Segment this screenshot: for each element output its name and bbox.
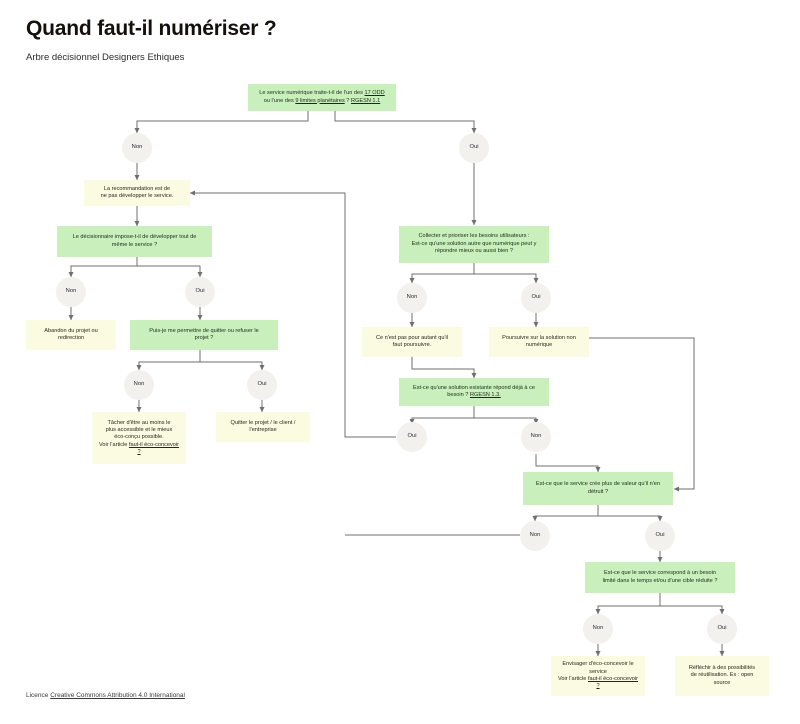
node-text: source bbox=[713, 679, 731, 686]
node-question-quitter-refuser[interactable]: Puis-je me permettre de quitter ou refus… bbox=[130, 320, 278, 350]
node-text: Est-ce que le service crée plus de valeu… bbox=[535, 481, 661, 488]
node-outcome-tacher-accessible[interactable]: Tâcher d'être au moins le plus accessibl… bbox=[92, 412, 186, 464]
node-text: de réutilisation. Ex : open bbox=[690, 672, 754, 679]
node-question-odd[interactable]: Le service numérique traite-t-il de l'un… bbox=[248, 84, 396, 111]
node-text: Est-ce qu'une solution existante répond … bbox=[412, 384, 536, 391]
decision-besoin-limite-non[interactable]: Non bbox=[583, 614, 613, 644]
node-text: Poursuivre sur la solution non bbox=[502, 334, 576, 341]
decision-label: Oui bbox=[469, 144, 479, 151]
decision-collecter-oui[interactable]: Oui bbox=[521, 283, 551, 313]
link-17-odd[interactable]: 17 ODD bbox=[364, 90, 385, 97]
page-subtitle: Arbre décisionnel Designers Ethiques bbox=[26, 52, 185, 63]
decision-quitter-non[interactable]: Non bbox=[124, 370, 154, 400]
node-text: l'entreprise bbox=[249, 427, 277, 433]
decision-label: Non bbox=[131, 144, 143, 151]
node-text: faut poursuivre. bbox=[392, 342, 432, 348]
node-outcome-recommandation-non-developper[interactable]: La recommandation est de ne pas développ… bbox=[84, 180, 190, 206]
node-text: besoin ? bbox=[447, 392, 470, 398]
decision-valeur-non[interactable]: Non bbox=[520, 521, 550, 551]
decision-label: Oui bbox=[717, 625, 727, 632]
decision-existante-non[interactable]: Non bbox=[521, 422, 551, 452]
node-text: Envisager d'éco-concevoir le bbox=[562, 661, 634, 668]
decision-label: Oui bbox=[195, 288, 205, 295]
node-text: Le service numérique traite-t-il de l'un… bbox=[259, 90, 365, 97]
node-outcome-envisager-eco-concevoir[interactable]: Envisager d'éco-concevoir le service Voi… bbox=[551, 656, 645, 696]
decision-label: Non bbox=[529, 532, 541, 539]
node-text: détruit ? bbox=[587, 488, 609, 495]
node-text: Ce n'est pas pour autant qu'il bbox=[375, 334, 449, 341]
node-text: redirection bbox=[57, 335, 85, 341]
node-text: projet ? bbox=[194, 335, 214, 341]
node-outcome-reutilisation-open-source[interactable]: Réfléchir à des possibilités de réutilis… bbox=[675, 656, 769, 696]
node-text: Est-ce qu'une solution autre que numériq… bbox=[411, 240, 537, 247]
decision-root-oui[interactable]: Oui bbox=[459, 133, 489, 163]
link-faut-il-eco-concevoir[interactable]: faut-il éco-concevoir ? bbox=[128, 441, 180, 456]
decision-label: Oui bbox=[531, 294, 541, 301]
node-text: Puis-je me permettre de quitter ou refus… bbox=[149, 327, 259, 334]
decision-label: Oui bbox=[407, 433, 417, 440]
node-text: Collecter et prioriser les besoins utili… bbox=[418, 233, 530, 240]
node-text: éco-conçu possible. bbox=[114, 434, 164, 441]
decision-quitter-oui[interactable]: Oui bbox=[247, 370, 277, 400]
node-text: Voir l'article bbox=[557, 676, 588, 682]
node-outcome-pas-pour-autant-poursuivre[interactable]: Ce n'est pas pour autant qu'il faut pour… bbox=[362, 327, 462, 357]
node-text: La recommandation est de bbox=[103, 185, 171, 192]
node-text: service bbox=[589, 668, 607, 675]
decision-label: Oui bbox=[257, 381, 267, 388]
node-text: Quitter le projet / le client / bbox=[230, 419, 296, 426]
link-rgesn-1-3[interactable]: RGESN 1.3. bbox=[469, 392, 501, 398]
node-text: ne pas développer le service. bbox=[100, 193, 174, 199]
link-rgesn-1-1[interactable]: RGESN 1.1 bbox=[350, 97, 381, 104]
node-text: Est-ce que le service correspond à un be… bbox=[604, 570, 716, 577]
node-text: répondre mieux ou aussi bien ? bbox=[434, 248, 514, 255]
decision-existante-oui[interactable]: Oui bbox=[397, 422, 427, 452]
node-text: même le service ? bbox=[111, 241, 158, 248]
node-text: numérique bbox=[525, 342, 553, 348]
node-question-valeur-creee[interactable]: Est-ce que le service crée plus de valeu… bbox=[523, 472, 673, 505]
license-prefix: Licence bbox=[26, 692, 51, 699]
license-link[interactable]: Creative Commons Attribution 4.0 Interna… bbox=[50, 692, 185, 699]
node-text: Le décisionnaire impose-t-il de développ… bbox=[72, 234, 197, 241]
node-text: limité dans le temps et/ou d'une cible r… bbox=[602, 577, 718, 584]
page-title: Quand faut-il numériser ? bbox=[26, 17, 277, 40]
link-faut-il-eco-concevoir[interactable]: faut-il éco-concevoir ? bbox=[587, 676, 639, 690]
decision-label: Non bbox=[65, 288, 77, 295]
node-text: Tâcher d'être au moins le bbox=[107, 419, 171, 426]
decision-collecter-non[interactable]: Non bbox=[397, 283, 427, 313]
license-footer: Licence Creative Commons Attribution 4.0… bbox=[26, 692, 185, 699]
node-question-decisionnaire[interactable]: Le décisionnaire impose-t-il de développ… bbox=[57, 226, 212, 257]
node-question-solution-existante[interactable]: Est-ce qu'une solution existante répond … bbox=[399, 378, 549, 406]
decision-label: Oui bbox=[655, 532, 665, 539]
node-outcome-abandon-projet[interactable]: Abandon du projet ou redirection bbox=[26, 320, 116, 350]
decision-decisionnaire-non[interactable]: Non bbox=[56, 277, 86, 307]
node-text: ? bbox=[344, 97, 351, 104]
node-outcome-poursuivre-solution-non-numerique[interactable]: Poursuivre sur la solution non numérique bbox=[489, 327, 589, 357]
node-text: Réfléchir à des possibilités bbox=[688, 664, 756, 671]
decision-label: Non bbox=[133, 381, 145, 388]
node-outcome-quitter-projet-client-entreprise[interactable]: Quitter le projet / le client / l'entrep… bbox=[216, 412, 310, 442]
node-text: ou l'une des bbox=[263, 97, 296, 104]
node-text: plus accessible et le mieux bbox=[105, 426, 173, 433]
link-9-limites-planetaires[interactable]: 9 limites planétaires bbox=[295, 97, 345, 104]
decision-label: Non bbox=[592, 625, 604, 632]
decision-label: Non bbox=[530, 433, 542, 440]
node-text: Voir l'article bbox=[98, 441, 129, 448]
node-question-collecter-besoins[interactable]: Collecter et prioriser les besoins utili… bbox=[399, 226, 549, 263]
decision-label: Non bbox=[406, 294, 418, 301]
decision-valeur-oui[interactable]: Oui bbox=[645, 521, 675, 551]
decision-root-non[interactable]: Non bbox=[122, 133, 152, 163]
decision-decisionnaire-oui[interactable]: Oui bbox=[185, 277, 215, 307]
decision-besoin-limite-oui[interactable]: Oui bbox=[707, 614, 737, 644]
node-text: Abandon du projet ou bbox=[44, 327, 98, 334]
node-question-besoin-limite[interactable]: Est-ce que le service correspond à un be… bbox=[585, 562, 735, 593]
